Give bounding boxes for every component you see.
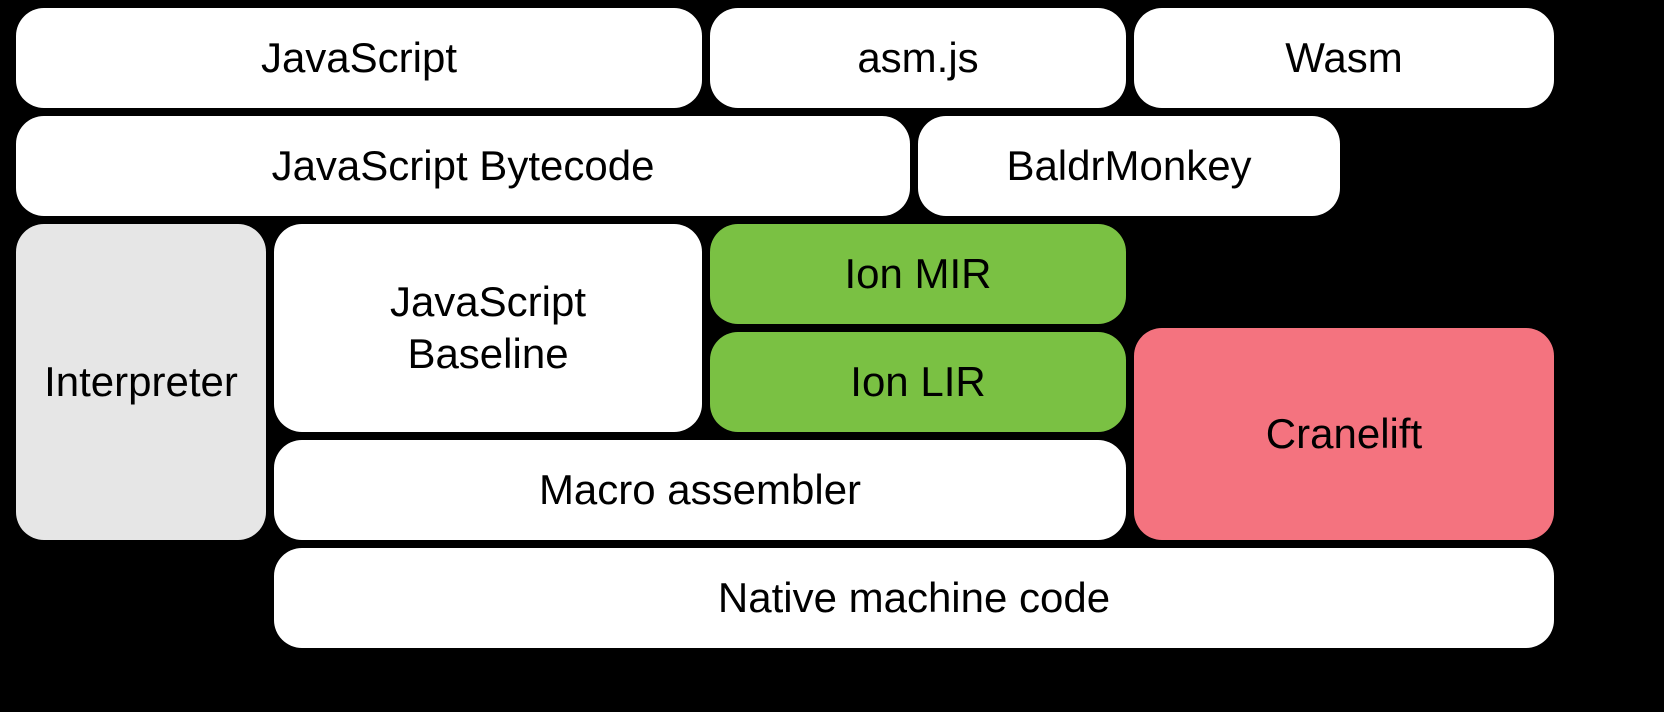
node-javascript: JavaScript [16,8,702,108]
node-asmjs: asm.js [710,8,1126,108]
node-interpreter: Interpreter [16,224,266,540]
node-javascript-baseline: JavaScript Baseline [274,224,702,432]
node-ion-lir: Ion LIR [710,332,1126,432]
node-javascript-bytecode: JavaScript Bytecode [16,116,910,216]
node-wasm: Wasm [1134,8,1554,108]
node-ion-mir: Ion MIR [710,224,1126,324]
node-macro-assembler: Macro assembler [274,440,1126,540]
node-native-machine-code: Native machine code [274,548,1554,648]
node-cranelift: Cranelift [1134,328,1554,540]
node-baldrmonkey: BaldrMonkey [918,116,1340,216]
